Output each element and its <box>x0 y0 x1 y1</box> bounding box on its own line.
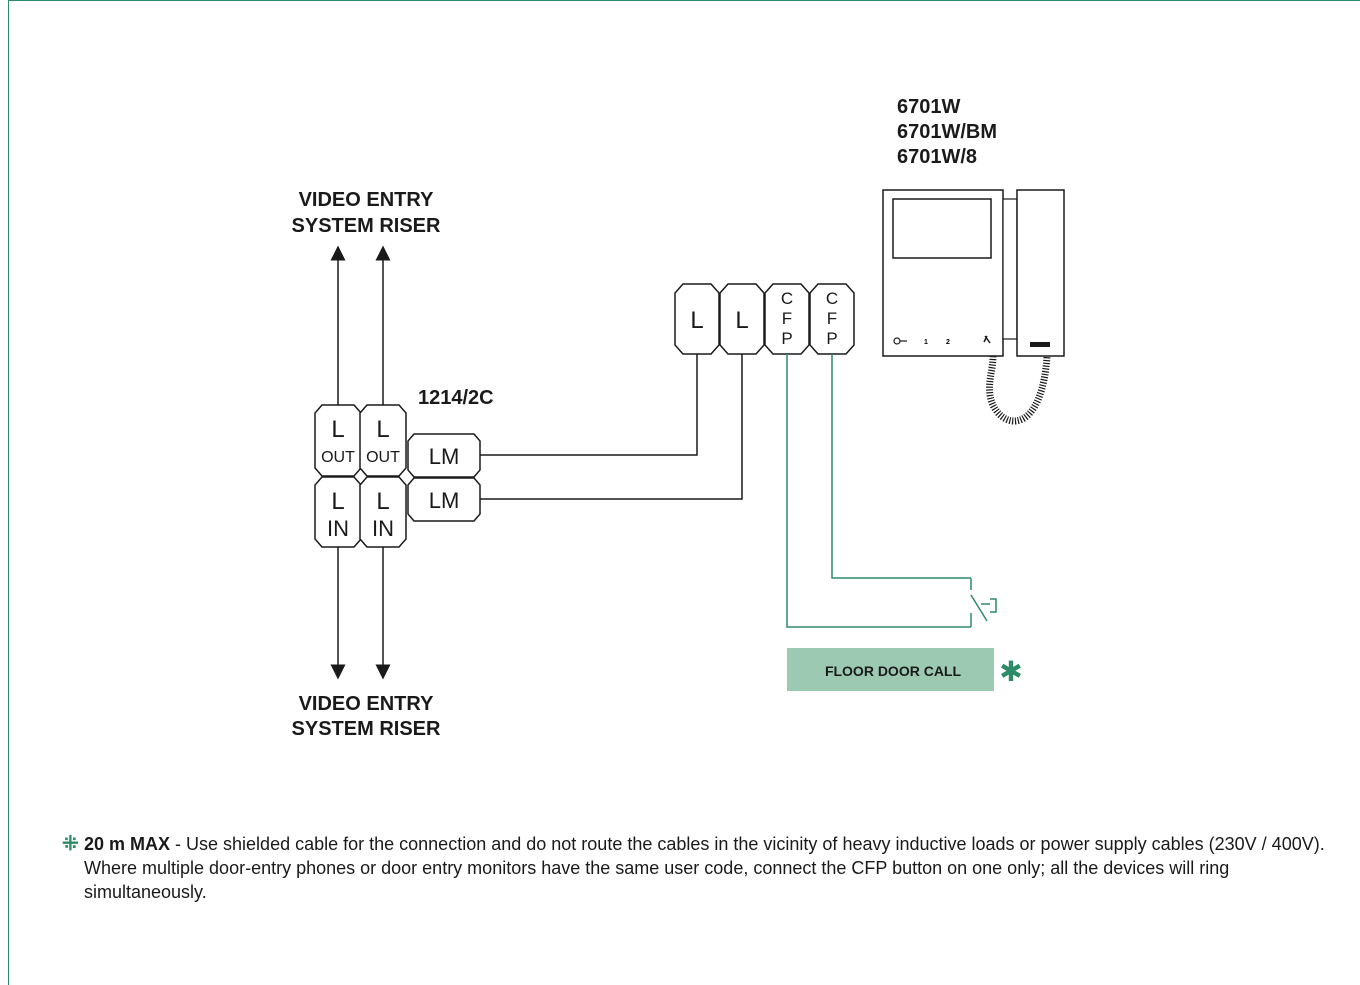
riser-top-line2: SYSTEM RISER <box>292 215 441 237</box>
l-in-1-letter: L <box>331 488 344 515</box>
monitor-illustration: 1 2 <box>882 189 1065 425</box>
l-in-2-sub: IN <box>372 516 394 541</box>
riser-top-line1: VIDEO ENTRY <box>299 189 434 211</box>
floor-door-call-box <box>787 648 994 691</box>
note-asterisk-icon: ⁜ <box>62 833 79 855</box>
terminal-l-out-1 <box>314 404 362 477</box>
cfp-2-c: C <box>826 289 838 308</box>
l-out-2-sub: OUT <box>366 449 400 466</box>
terminal-l-out-2 <box>359 404 407 477</box>
monitor-model-3: 6701W/8 <box>897 146 977 168</box>
note-paragraph-1: 20 m MAX - Use shielded cable for the co… <box>84 832 1344 856</box>
riser-bottom-line2: SYSTEM RISER <box>292 718 441 740</box>
monitor-terminal-cfp-2 <box>809 283 855 355</box>
wire-lm1-to-l1 <box>480 354 698 456</box>
note-paragraph-2: Where multiple door-entry phones or door… <box>84 858 1230 902</box>
terminal-l-in-1 <box>314 476 362 548</box>
wire-lm2-to-l2 <box>480 354 743 500</box>
monitor-terminal-l-2 <box>719 283 765 355</box>
monitor-l-1: L <box>690 307 703 334</box>
cfp-2-p: P <box>826 329 837 348</box>
riser-bottom-line1: VIDEO ENTRY <box>299 693 434 715</box>
page-frame <box>8 0 1360 985</box>
l-out-1-sub: OUT <box>321 449 355 466</box>
note-bold: 20 m MAX <box>84 834 171 854</box>
l-in-1-sub: IN <box>327 516 349 541</box>
cfp-1-f: F <box>782 309 792 328</box>
terminal-lm-2 <box>407 477 481 522</box>
terminal-lm-1 <box>407 433 481 478</box>
monitor-l-2: L <box>735 307 748 334</box>
l-in-2-letter: L <box>376 488 389 515</box>
cfp-1-p: P <box>781 329 792 348</box>
lm-1-label: LM <box>429 444 460 469</box>
cfp-2-f: F <box>827 309 837 328</box>
terminal-l-in-2 <box>359 476 407 548</box>
monitor-terminal-cfp-1 <box>764 283 810 355</box>
note-text-1: - Use shielded cable for the connection … <box>170 834 1325 854</box>
asterisk-icon: ✱ <box>999 655 1022 688</box>
device-code-label: 1214/2C <box>418 387 494 409</box>
mute-icon <box>983 335 991 344</box>
monitor-terminal-l-1 <box>674 283 720 355</box>
wire-cfp1 <box>786 354 971 628</box>
handset-cord <box>986 355 1051 425</box>
floor-door-call-label: FLOOR DOOR CALL <box>825 663 962 679</box>
lm-2-label: LM <box>429 488 460 513</box>
monitor-key-2: 2 <box>946 339 950 346</box>
floor-button-switch <box>970 578 997 627</box>
monitor-model-2: 6701W/BM <box>897 121 997 143</box>
cfp-1-c: C <box>781 289 793 308</box>
monitor-key-1: 1 <box>924 339 928 346</box>
l-out-2-letter: L <box>376 416 389 443</box>
footnote: ⁜ 20 m MAX - Use shielded cable for the … <box>62 832 1344 904</box>
wire-cfp2 <box>831 354 971 579</box>
monitor-model-1: 6701W <box>897 96 960 118</box>
l-out-1-letter: L <box>331 416 344 443</box>
